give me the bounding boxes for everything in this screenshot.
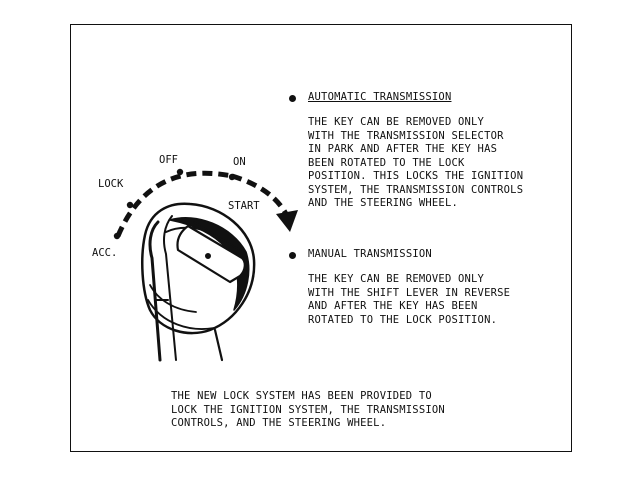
- automatic-line: BEEN ROTATED TO THE LOCK: [308, 156, 465, 169]
- rotation-arrow-head: [276, 210, 298, 232]
- manual-bullet: [289, 252, 296, 259]
- position-label-acc: ACC.: [92, 247, 118, 259]
- footer-line: CONTROLS, AND THE STEERING WHEEL.: [171, 417, 387, 429]
- automatic-line: WITH THE TRANSMISSION SELECTOR: [308, 129, 504, 142]
- dot-lock: [126, 201, 134, 209]
- key-slot: [176, 224, 246, 284]
- manual-line: ROTATED TO THE LOCK POSITION.: [308, 313, 498, 326]
- manual-heading: MANUAL TRANSMISSION: [308, 248, 432, 260]
- position-label-off: OFF: [159, 154, 178, 166]
- diagram-frame: [70, 24, 572, 452]
- footer-line: THE NEW LOCK SYSTEM HAS BEEN PROVIDED TO: [171, 390, 432, 402]
- position-label-lock: LOCK: [98, 178, 124, 190]
- automatic-bullet: [289, 95, 296, 102]
- manual-line: WITH THE SHIFT LEVER IN REVERSE: [308, 286, 511, 299]
- automatic-line: POSITION. THIS LOCKS THE IGNITION: [308, 170, 524, 182]
- column-bracket: [148, 220, 162, 362]
- manual-description: THE KEY CAN BE REMOVED ONLY WITH THE SHI…: [308, 273, 510, 327]
- position-label-start: START: [228, 200, 260, 212]
- automatic-line: THE KEY CAN BE REMOVED ONLY: [308, 116, 485, 128]
- position-label-on: ON: [233, 156, 246, 168]
- dot-acc: [113, 232, 121, 240]
- automatic-line: IN PARK AND AFTER THE KEY HAS: [308, 143, 498, 155]
- automatic-heading: AUTOMATIC TRANSMISSION: [308, 91, 452, 103]
- switch-body: [141, 202, 256, 335]
- manual-line: THE KEY CAN BE REMOVED ONLY: [308, 273, 485, 285]
- manual-line: AND AFTER THE KEY HAS BEEN: [308, 300, 478, 312]
- dot-off: [176, 168, 184, 176]
- dot-on: [228, 173, 236, 181]
- automatic-description: THE KEY CAN BE REMOVED ONLY WITH THE TRA…: [308, 116, 523, 211]
- ignition-switch: [141, 202, 256, 362]
- rotation-arc-end: [231, 173, 289, 216]
- automatic-line: SYSTEM, THE TRANSMISSION CONTROLS: [308, 183, 524, 196]
- automatic-line: AND THE STEERING WHEEL.: [308, 197, 458, 209]
- footer-note: THE NEW LOCK SYSTEM HAS BEEN PROVIDED TO…: [171, 390, 445, 431]
- switch-bezel: [169, 217, 250, 311]
- rotation-arc: [115, 170, 233, 237]
- footer-line: LOCK THE IGNITION SYSTEM, THE TRANSMISSI…: [171, 403, 445, 416]
